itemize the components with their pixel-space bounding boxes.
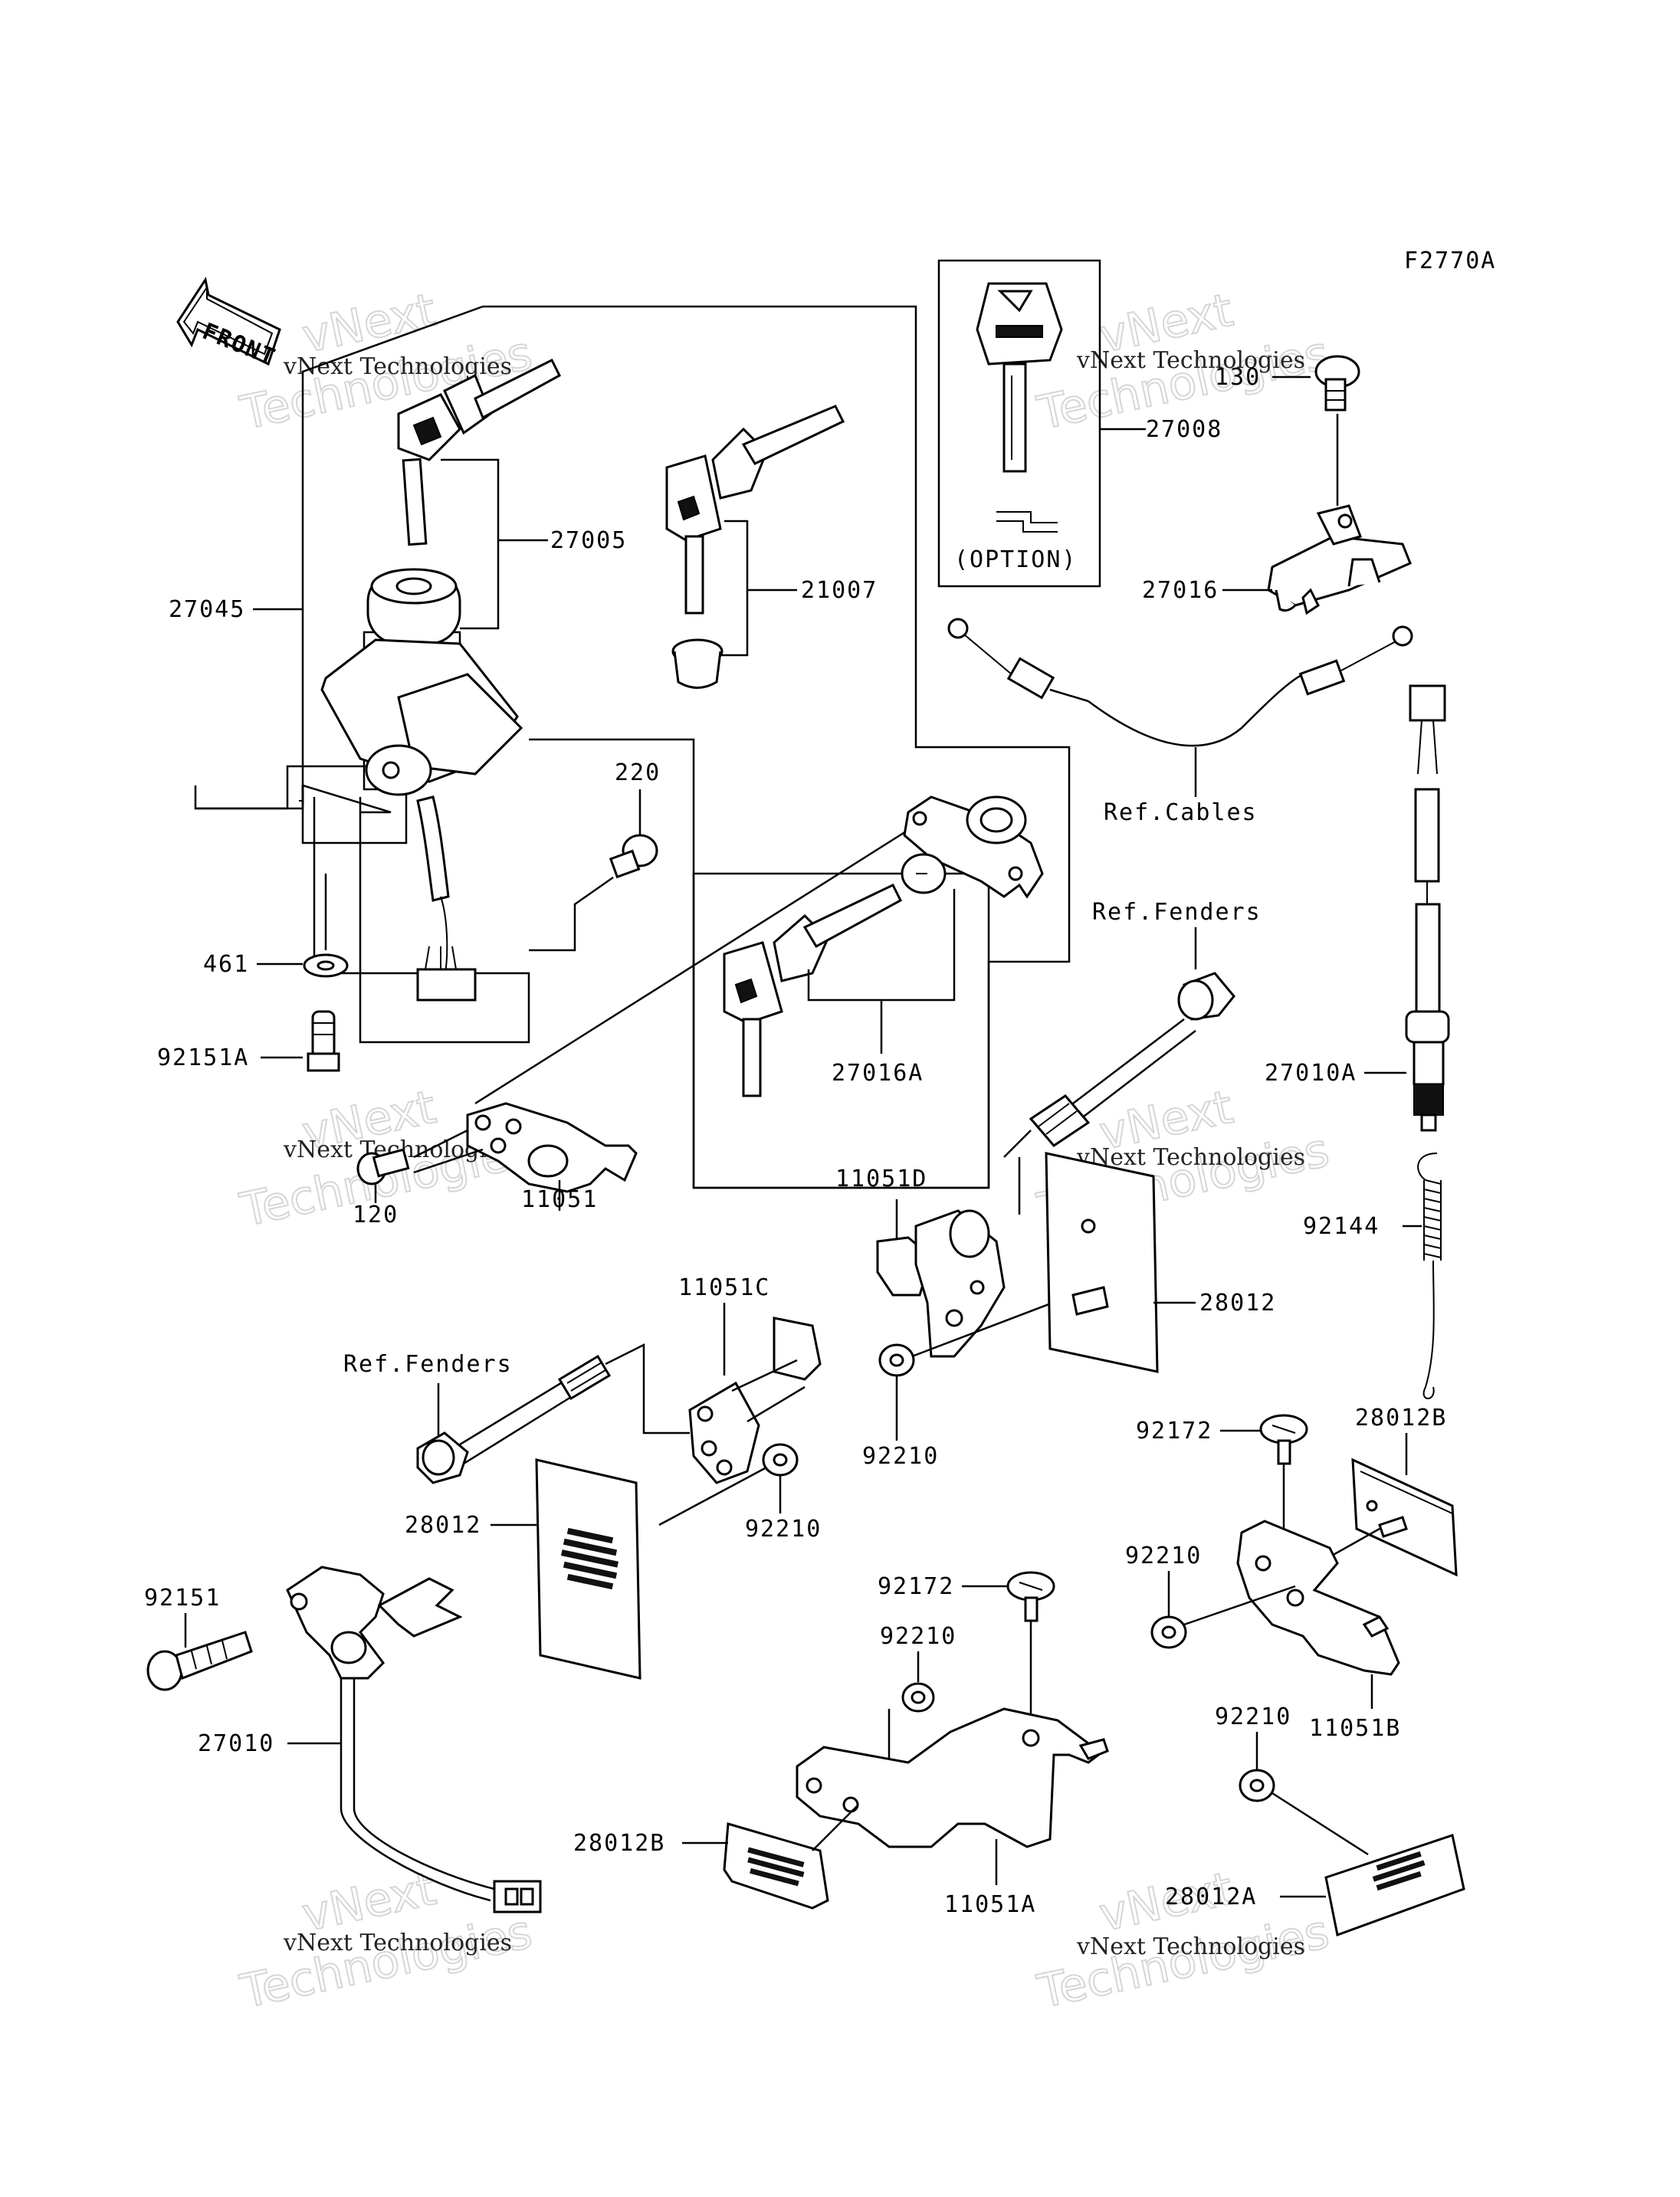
leader-28012B-2-link	[812, 1804, 859, 1851]
spare-keys-21007	[665, 405, 845, 615]
label-27005: 27005	[550, 527, 627, 554]
ignition-switch	[320, 568, 523, 1002]
label-220: 220	[615, 759, 661, 786]
label-21007: 21007	[801, 577, 878, 604]
label-ref-fenders-2: Ref.Fenders	[343, 1351, 513, 1378]
nut-92210-2	[762, 1443, 799, 1477]
option-box	[937, 259, 1101, 588]
svg-text:vNext Technologies: vNext Technologies	[1076, 347, 1305, 374]
label-11051D: 11051D	[835, 1166, 927, 1192]
label-27008: 27008	[1146, 416, 1222, 443]
label-461: 461	[203, 951, 249, 978]
svg-text:vNext Technologies: vNext Technologies	[1076, 1144, 1305, 1171]
bracket-11051A	[796, 1707, 1109, 1848]
reflector-28012B-right	[1351, 1458, 1458, 1577]
label-28012A: 28012A	[1165, 1884, 1257, 1910]
helmet-lock-27016	[1267, 504, 1412, 615]
switch-27010A	[1405, 684, 1450, 1132]
label-92172-2: 92172	[878, 1573, 954, 1600]
nut-92210-3	[1150, 1615, 1187, 1649]
bracket-27005	[441, 458, 500, 630]
bracket-11051B	[1236, 1520, 1400, 1676]
label-11051A: 11051A	[944, 1891, 1036, 1918]
bracket-11051C	[688, 1317, 822, 1484]
option-key-icon	[976, 282, 1063, 533]
label-92172-1: 92172	[1136, 1418, 1212, 1444]
label-92144: 92144	[1303, 1213, 1380, 1240]
nut-92210-5	[1239, 1769, 1275, 1802]
reflector-28012A	[1324, 1834, 1465, 1937]
long-bolt-left	[416, 1354, 612, 1484]
nut-92210-4	[901, 1682, 935, 1713]
screw-130-icon	[1314, 355, 1360, 412]
cable-assembly	[947, 618, 1413, 747]
bracket-11051	[466, 1102, 638, 1193]
leader-nut-92210-2	[658, 1466, 767, 1526]
label-27010A: 27010A	[1265, 1060, 1357, 1087]
label-28012-2: 28012	[405, 1512, 481, 1539]
svg-text:vNext Technologies: vNext Technologies	[1076, 1933, 1305, 1960]
ignition-keys	[397, 358, 561, 546]
reflector-28012-right	[1045, 1152, 1159, 1373]
bracket-11051D	[876, 1209, 1006, 1358]
label-11051B: 11051B	[1309, 1715, 1401, 1742]
screw-220-icon	[609, 834, 658, 879]
assembly-outline	[195, 631, 461, 844]
nut-92210-1	[878, 1343, 915, 1377]
helmet-lock-frame	[529, 738, 695, 874]
reflector-28012B-left	[723, 1822, 829, 1910]
label-120: 120	[353, 1202, 399, 1228]
svg-text:vNext Technologies: vNext Technologies	[283, 1930, 512, 1956]
label-28012B-2: 28012B	[573, 1830, 665, 1857]
label-92151A: 92151A	[157, 1044, 249, 1071]
leader-bolt-right	[1003, 1130, 1032, 1158]
label-92210-5: 92210	[1215, 1703, 1291, 1730]
main-set-frame	[313, 797, 530, 1044]
sub-frame-seat-lock	[692, 874, 990, 1189]
label-28012-1: 28012	[1199, 1290, 1276, 1317]
reflector-28012-left	[535, 1458, 641, 1680]
key-cap-icon	[671, 638, 724, 689]
screw-92172-1-icon	[1259, 1414, 1308, 1465]
switch-27010	[286, 1566, 542, 1913]
label-ref-fenders-1: Ref.Fenders	[1092, 899, 1262, 926]
label-ref-cables: Ref.Cables	[1104, 799, 1258, 826]
label-92210-2: 92210	[745, 1516, 822, 1543]
label-92151: 92151	[144, 1585, 221, 1612]
leader-bolt-left	[605, 1343, 690, 1435]
label-27010: 27010	[198, 1730, 274, 1757]
screw-120-icon	[356, 1148, 410, 1185]
leader-220-down	[529, 876, 614, 952]
option-label: (OPTION)	[954, 546, 1078, 573]
watermark-bottom-left: vNext Technologies vNext Technologies	[235, 1861, 538, 2020]
label-28012B-1: 28012B	[1355, 1405, 1447, 1431]
leader-nut-92210-5	[1271, 1792, 1369, 1856]
label-11051: 11051	[521, 1186, 598, 1213]
long-bolt-right	[1029, 972, 1235, 1147]
label-92210-3: 92210	[1125, 1543, 1202, 1569]
leader-11051-c	[474, 826, 913, 1105]
label-27016: 27016	[1142, 577, 1219, 604]
seat-lock-keys	[723, 884, 902, 1097]
label-11051C: 11051C	[678, 1274, 770, 1301]
seat-lock-27016A	[901, 795, 1044, 899]
label-27045: 27045	[169, 596, 245, 623]
screw-92172-2-icon	[1006, 1571, 1055, 1622]
label-130: 130	[1215, 364, 1261, 391]
label-92210-4: 92210	[880, 1623, 956, 1650]
leader-11051-b	[413, 1148, 484, 1174]
leader-nut-92210-1	[911, 1294, 1074, 1358]
leader-11051-a	[413, 1129, 468, 1159]
bolt-92151A-icon	[307, 1010, 340, 1072]
front-arrow-icon: FRONT	[176, 277, 281, 372]
bracket-21007	[720, 520, 749, 657]
spring-92144-icon	[1417, 1153, 1442, 1399]
bolt-92151-icon	[146, 1631, 253, 1691]
outer-set-line-left	[301, 305, 484, 814]
label-92210-1: 92210	[862, 1443, 939, 1470]
figure-code: F2770A	[1404, 248, 1496, 274]
leader-nut-92210-3	[1183, 1585, 1296, 1626]
label-27016A: 27016A	[832, 1060, 924, 1087]
